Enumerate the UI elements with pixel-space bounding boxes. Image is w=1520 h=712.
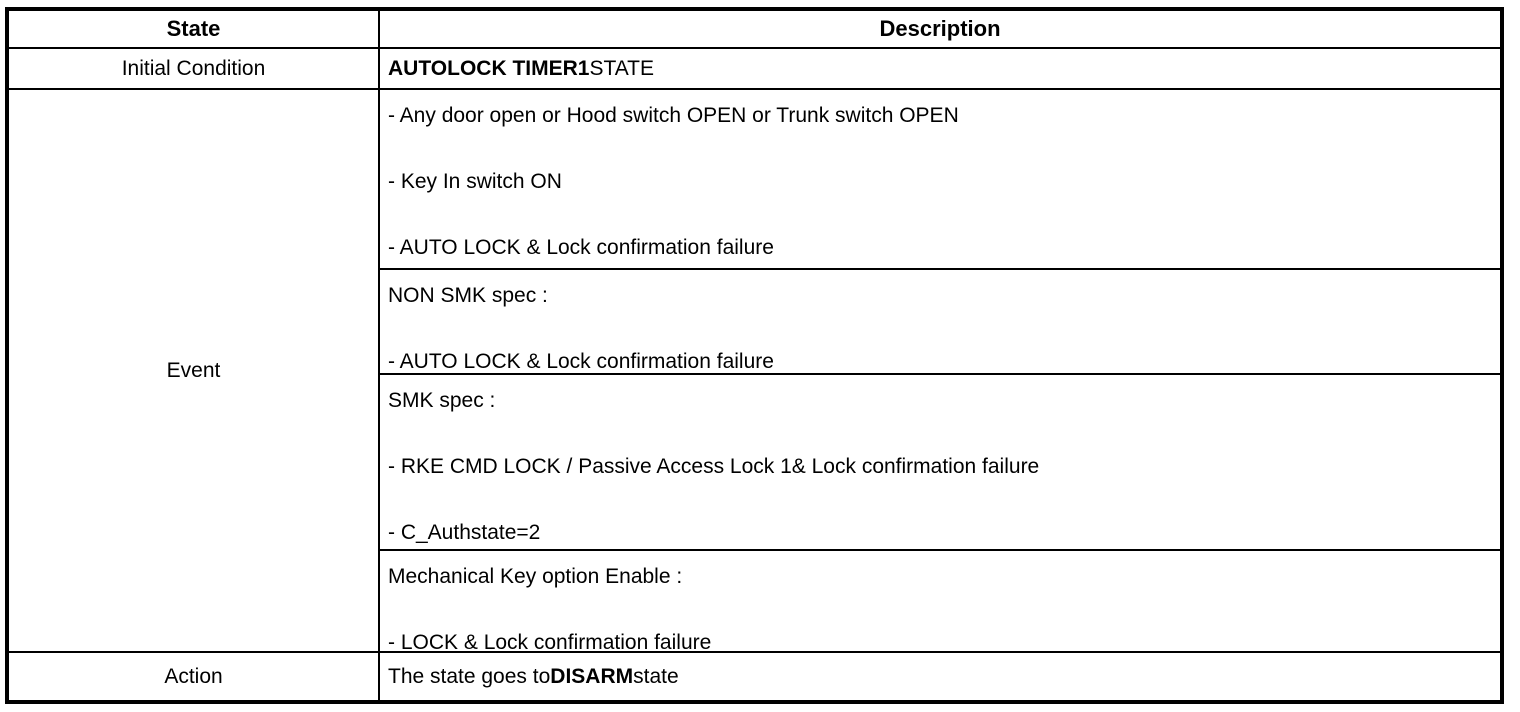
header-description: Description [879,16,1001,41]
event-line: - RKE CMD LOCK / Passive Access Lock 1& … [388,455,1040,478]
event-line: Mechanical Key option Enable : [388,565,683,588]
event-line-blank [388,417,1492,450]
initial-condition-label: Initial Condition [9,49,380,88]
event-subcell-smk: SMK spec : - RKE CMD LOCK / Passive Acce… [380,375,1500,551]
event-line: - AUTO LOCK & Lock confirmation failure [388,236,774,259]
event-subcell-non-smk: NON SMK spec : - AUTO LOCK & Lock confir… [380,270,1500,375]
initial-condition-value-bold: AUTOLOCK TIMER1 [388,56,590,80]
action-label: Action [9,653,380,700]
event-subcells: - Any door open or Hood switch OPEN or T… [380,90,1500,651]
event-line: - Key In switch ON [388,170,562,193]
event-line: - LOCK & Lock confirmation failure [388,631,712,651]
event-line-blank [388,312,1492,345]
event-subcell-mechanical-key: Mechanical Key option Enable : - LOCK & … [380,551,1500,651]
event-line: - C_Authstate=2 [388,521,541,544]
event-subcell-general: - Any door open or Hood switch OPEN or T… [380,90,1500,270]
table-header-row: State Description [9,11,1500,49]
event-line: SMK spec : [388,389,496,412]
action-value-bold: DISARM [550,664,634,688]
event-line-blank [388,593,1492,626]
event-line: - AUTO LOCK & Lock confirmation failure [388,350,774,373]
action-value-suffix: state [633,664,679,688]
event-label: Event [9,90,380,651]
initial-condition-value-regular: STATE [589,56,655,80]
event-line: - Any door open or Hood switch OPEN or T… [388,104,959,127]
event-line-blank [388,483,1492,516]
event-line-blank [388,132,1492,165]
event-line: NON SMK spec : [388,284,548,307]
action-value-prefix: The state goes to [388,664,551,688]
state-description-table: State Description Initial Condition AUTO… [5,7,1504,704]
event-line-blank [388,198,1492,231]
header-state: State [9,11,380,47]
row-event: Event - Any door open or Hood switch OPE… [9,90,1500,653]
